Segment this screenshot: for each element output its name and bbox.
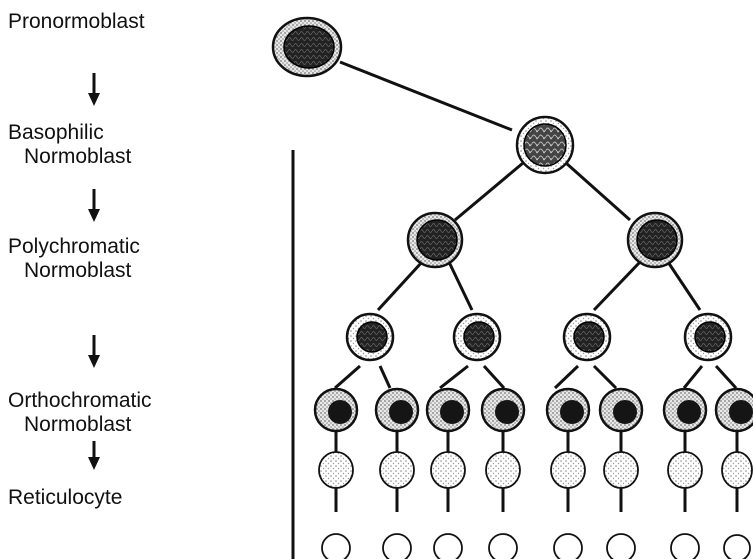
erythrocyte-cell	[670, 533, 700, 559]
erythrocyte-cell	[723, 534, 751, 559]
late-polychromatic-cell	[452, 312, 502, 362]
basophilic-normoblast-cell	[515, 115, 575, 175]
reticulocyte-cells	[318, 451, 753, 489]
erythrocyte-cell	[553, 533, 583, 559]
stage-label-line: Pronormoblast	[8, 10, 145, 33]
orthochromatic-normoblast-cell	[598, 387, 644, 433]
stage-label-line: Basophilic	[8, 121, 104, 144]
down-arrow-icon	[88, 441, 100, 470]
erythrocyte-cell	[433, 533, 463, 559]
erythrocyte-cell	[321, 533, 351, 559]
orthochromatic-normoblast-cell	[374, 387, 420, 433]
orthochromatic-normoblast-cell	[545, 387, 591, 433]
stage-label-line: Normoblast	[24, 259, 132, 282]
lineage-connections	[334, 60, 738, 390]
maturation-connections	[334, 430, 739, 512]
stage-label-pronormoblast: Pronormoblast	[8, 10, 145, 34]
stage-label-line: Polychromatic	[8, 235, 140, 258]
stage-label-line: Reticulocyte	[8, 486, 123, 509]
erythrocyte-cell	[606, 533, 636, 559]
stage-label-reticulocyte: Reticulocyte	[8, 486, 122, 510]
erythrocyte-cell	[488, 533, 518, 559]
down-arrow-icon	[88, 335, 100, 368]
late-polychromatic-cell	[345, 312, 395, 362]
erythrocyte-cell	[382, 533, 412, 559]
stage-label-basophilic-normoblast: Basophilic Normoblast	[8, 121, 131, 169]
reticulocyte-cell	[430, 451, 466, 489]
stage-label-polychromatic-normoblast: Polychromatic Normoblast	[8, 235, 140, 283]
orthochromatic-normoblast-cell	[480, 387, 526, 433]
reticulocyte-cell	[667, 451, 703, 489]
orthochromatic-normoblast-cell	[313, 387, 359, 433]
stage-label-orthochromatic-normoblast: Orthochromatic Normoblast	[8, 389, 152, 437]
reticulocyte-cell	[603, 451, 639, 489]
polychromatic-normoblast-cell	[406, 211, 464, 269]
reticulocyte-cell	[721, 451, 753, 489]
orthochromatic-normoblast-cell	[662, 387, 708, 433]
stage-label-line: Normoblast	[24, 145, 132, 168]
reticulocyte-cell	[550, 451, 586, 489]
polychromatic-normoblast-cell	[626, 211, 684, 269]
orthochromatic-normoblast-cell	[714, 387, 753, 433]
stage-label-line: Orthochromatic	[8, 389, 152, 412]
reticulocyte-cell	[379, 451, 415, 489]
late-polychromatic-cell	[683, 312, 733, 362]
reticulocyte-cell	[318, 451, 354, 489]
pronormoblast-cell	[271, 16, 343, 78]
reticulocyte-cell	[485, 451, 521, 489]
late-polychromatic-cell	[562, 312, 612, 362]
down-arrow-icon	[88, 189, 100, 222]
stage-label-line: Normoblast	[24, 413, 132, 436]
erythrocyte-cells	[321, 533, 751, 559]
orthochromatic-normoblast-cell	[425, 387, 471, 433]
down-arrow-icon	[88, 73, 100, 106]
